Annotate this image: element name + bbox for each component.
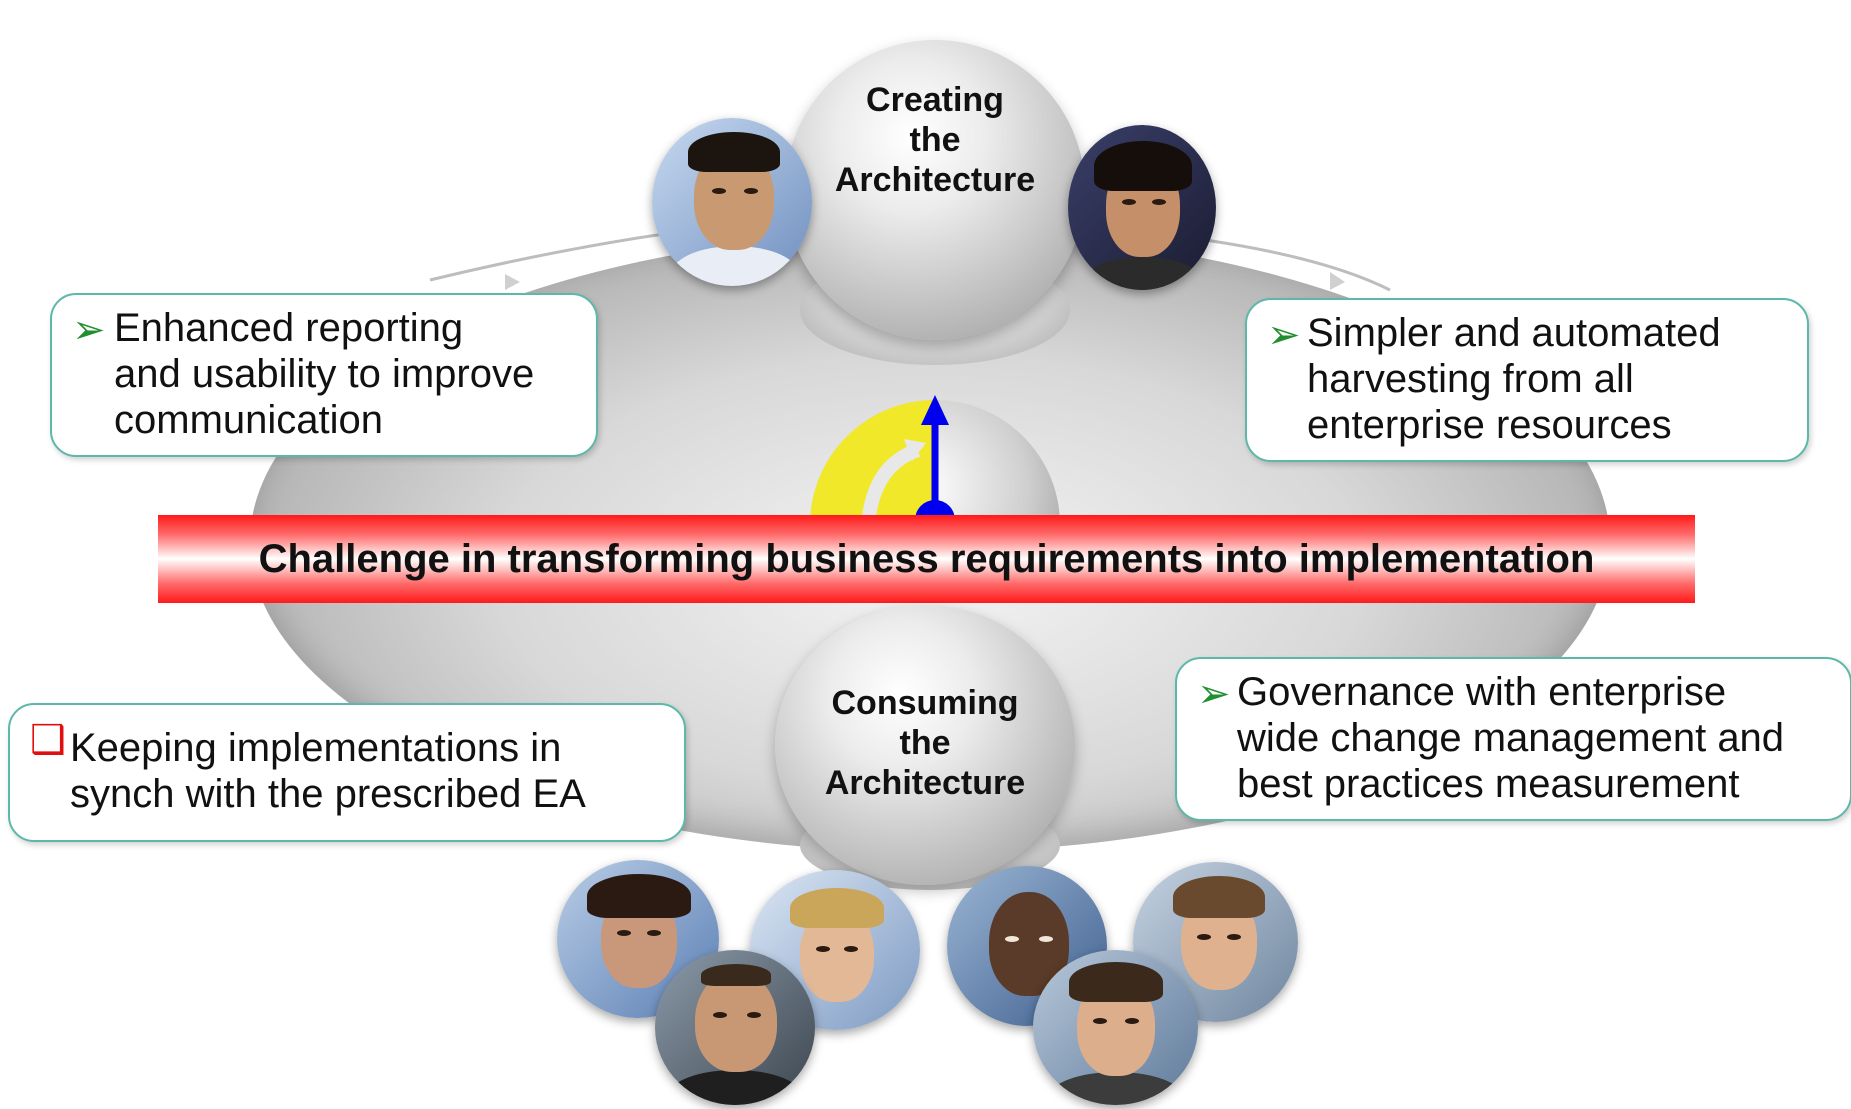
top-sphere-line1: Creating bbox=[866, 81, 1004, 119]
callout-bottom-left: ❑ Keeping implementations in synch with … bbox=[8, 703, 686, 842]
callout-top-right: ➢ Simpler and automated harvesting from … bbox=[1245, 298, 1809, 462]
flow-arrowhead-top-right bbox=[1330, 272, 1345, 290]
person-avatar-top-left bbox=[652, 118, 812, 286]
callout-top-left: ➢ Enhanced reporting and usability to im… bbox=[50, 293, 598, 457]
bottom-sphere-line3: Architecture bbox=[824, 764, 1026, 802]
arrow-bullet-icon: ➢ bbox=[72, 308, 106, 352]
arrow-bullet-icon: ➢ bbox=[1267, 313, 1301, 357]
bottom-sphere-line2: the bbox=[899, 724, 951, 762]
challenge-banner-text: Challenge in transforming business requi… bbox=[258, 536, 1595, 581]
person-avatar-bottom-6 bbox=[1033, 950, 1198, 1105]
callout-bottom-right: ➢ Governance with enterprise wide change… bbox=[1175, 657, 1851, 821]
person-avatar-bottom-2 bbox=[750, 870, 920, 1030]
person-avatar-bottom-5 bbox=[655, 950, 815, 1105]
callout-top-left-text: Enhanced reporting and usability to impr… bbox=[114, 306, 535, 442]
challenge-banner: Challenge in transforming business requi… bbox=[158, 515, 1695, 603]
flow-arrowhead-top-left bbox=[505, 274, 520, 290]
callout-bottom-right-text: Governance with enterprise wide change m… bbox=[1237, 670, 1785, 806]
arrow-bullet-icon: ➢ bbox=[1197, 672, 1231, 716]
top-sphere-label: Creating the Architecture bbox=[785, 80, 1085, 200]
callout-bottom-left-text: Keeping implementations in synch with th… bbox=[70, 726, 586, 816]
bottom-sphere: Consuming the Architecture bbox=[775, 605, 1075, 885]
person-avatar-top-right bbox=[1068, 125, 1216, 290]
top-sphere-line2: the bbox=[909, 121, 961, 159]
callout-top-right-text: Simpler and automated harvesting from al… bbox=[1307, 311, 1721, 447]
top-sphere: Creating the Architecture bbox=[785, 40, 1085, 340]
bottom-sphere-line1: Consuming bbox=[831, 684, 1019, 722]
top-sphere-line3: Architecture bbox=[834, 161, 1036, 199]
square-bullet-icon: ❑ bbox=[30, 718, 66, 762]
bottom-sphere-label: Consuming the Architecture bbox=[775, 683, 1075, 803]
